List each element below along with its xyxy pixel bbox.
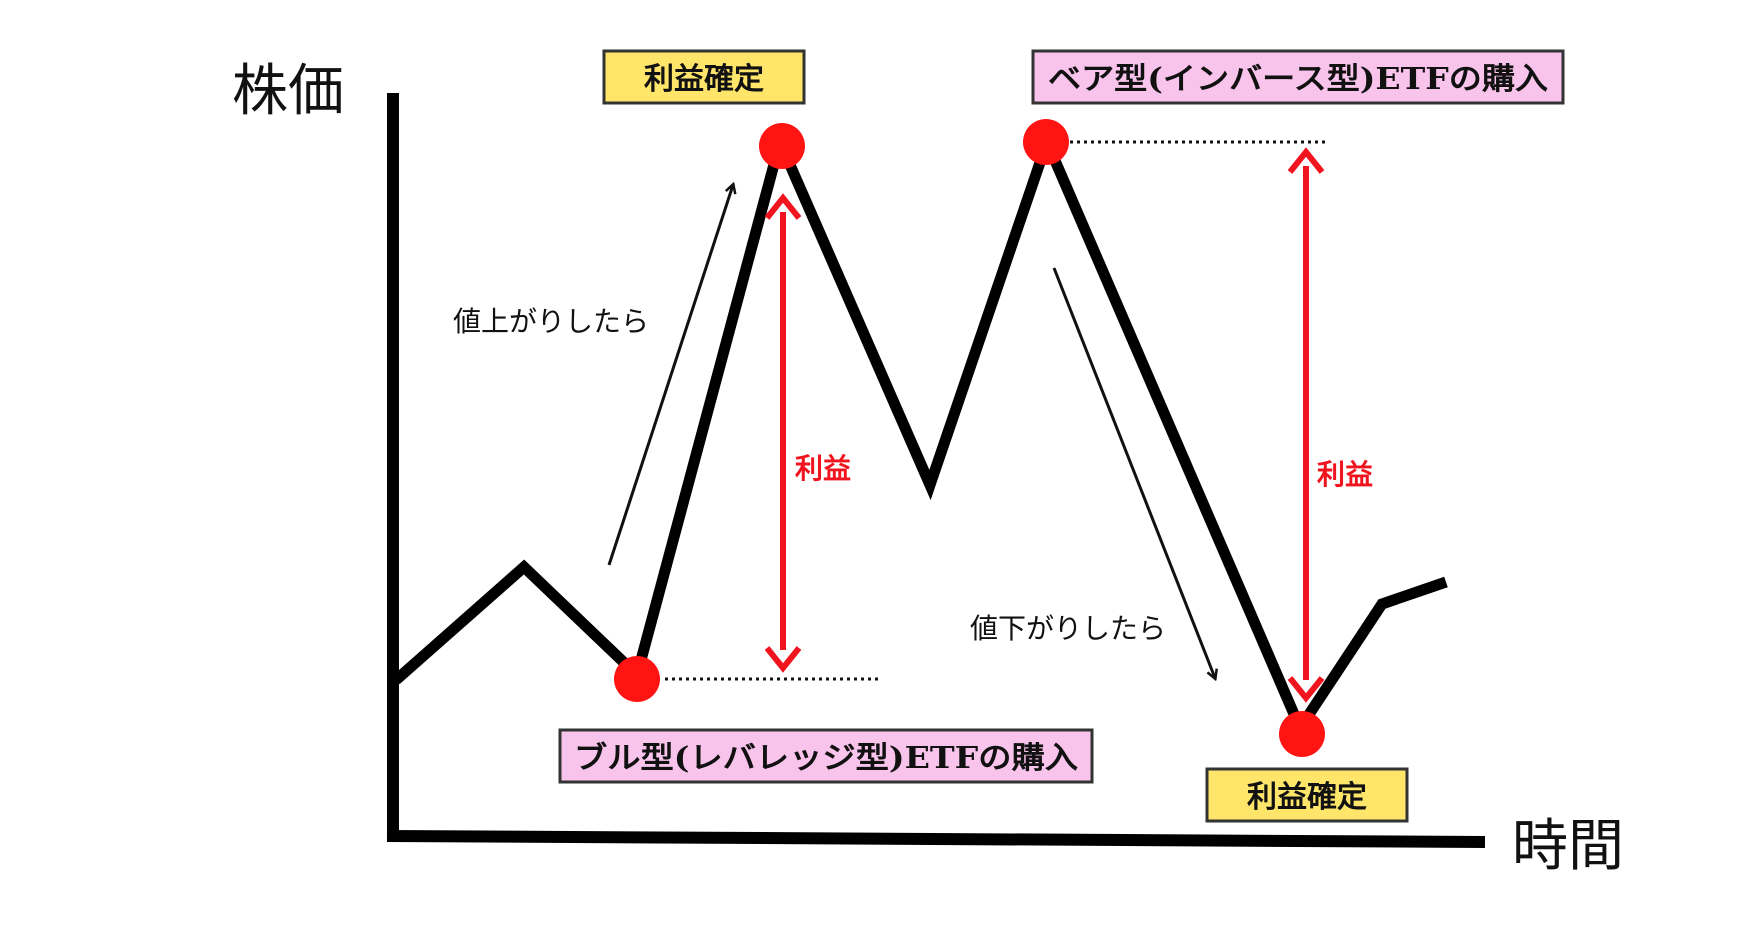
rise-note: 値上がりしたら [453,305,649,338]
take-profit-bottom-box: 利益確定 [1205,767,1409,823]
profit-arrow-right [1287,147,1325,703]
bull-buy-label: ブル型(レバレッジ型)ETFの購入 [574,741,1078,776]
bull-buy-box: ブル型(レバレッジ型)ETFの購入 [558,728,1094,784]
bear-buy-point [1023,119,1069,165]
bull-buy-point [614,656,660,702]
take-profit-top-label: 利益確定 [644,62,764,97]
bear-buy-box: ベア型(インバース型)ETFの購入 [1031,49,1565,105]
bear-buy-label: ベア型(インバース型)ETFの購入 [1048,62,1548,97]
take-profit-bottom-label: 利益確定 [1247,780,1367,815]
bottom-sell-point [1279,711,1325,757]
profit-arrow-left [764,193,802,673]
rise-arrow [607,185,733,566]
take-profit-top-box: 利益確定 [602,49,806,105]
profit-label-right: 利益 [1317,458,1373,491]
y-axis-title: 株価 [232,59,344,124]
fall-arrow [1052,267,1215,678]
peak-sell-point [759,123,805,169]
fall-note: 値下がりしたら [970,612,1166,645]
profit-label-left: 利益 [795,452,851,485]
price-line [392,125,1448,740]
x-axis-title: 時間 [1512,814,1624,879]
x-axis [386,830,1486,848]
